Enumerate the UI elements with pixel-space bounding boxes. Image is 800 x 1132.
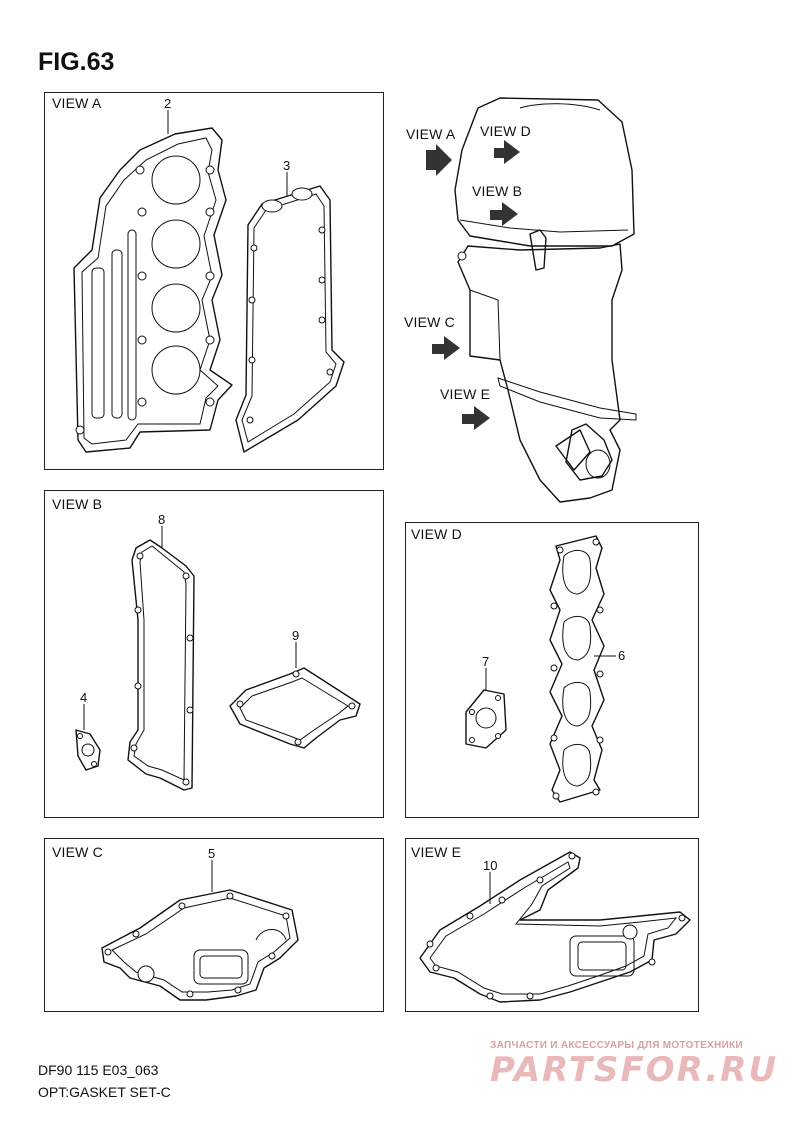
view-a-panel bbox=[44, 92, 384, 470]
view-e-arrow-icon bbox=[462, 406, 490, 430]
watermark-tagline: ЗАПЧАСТИ И АКСЕССУАРЫ ДЛЯ МОТОТЕХНИКИ bbox=[490, 1040, 743, 1051]
engine-view-a-label: VIEW A bbox=[406, 126, 456, 142]
part-10-callout: 10 bbox=[483, 858, 497, 873]
gasket-part-5: 5 bbox=[101, 846, 299, 1001]
part-4-callout: 4 bbox=[80, 690, 87, 705]
view-a-label: VIEW A bbox=[52, 95, 102, 111]
part-6-callout: 6 bbox=[618, 648, 625, 663]
cylinder-head-gasket: 2 bbox=[73, 96, 233, 453]
engine-view-e-label: VIEW E bbox=[440, 386, 491, 402]
engine-view-d-label: VIEW D bbox=[480, 123, 531, 139]
gasket-part-4: 4 bbox=[75, 690, 101, 771]
view-b-panel bbox=[44, 490, 384, 818]
diagram-caption: OPT:GASKET SET-C bbox=[38, 1084, 171, 1100]
gasket-part-8: 8 bbox=[127, 512, 195, 791]
view-d-panel bbox=[405, 522, 699, 818]
view-c-panel bbox=[44, 838, 384, 1012]
figure-title: FIG.63 bbox=[38, 48, 115, 76]
head-cover-gasket: 3 bbox=[235, 158, 345, 453]
part-3-callout: 3 bbox=[283, 158, 290, 173]
outboard-engine bbox=[454, 97, 637, 503]
view-a-arrow-icon bbox=[426, 144, 452, 176]
view-b-label: VIEW B bbox=[52, 496, 103, 512]
engine-view-b-label: VIEW B bbox=[472, 183, 523, 199]
view-c-label: VIEW C bbox=[52, 844, 103, 860]
watermark-brand: PARTSFOR.RU bbox=[490, 1050, 779, 1090]
part-2-callout: 2 bbox=[164, 96, 171, 111]
view-d-label: VIEW D bbox=[411, 526, 462, 542]
view-e-label: VIEW E bbox=[411, 844, 462, 860]
part-9-callout: 9 bbox=[292, 628, 299, 643]
view-d-arrow-icon bbox=[494, 140, 520, 164]
part-7-callout: 7 bbox=[482, 654, 489, 669]
view-b-arrow-icon bbox=[490, 202, 518, 226]
view-c-arrow-icon bbox=[432, 336, 460, 360]
diagram-code: DF90 115 E03_063 bbox=[38, 1062, 159, 1078]
engine-view-c-label: VIEW C bbox=[404, 314, 455, 330]
part-8-callout: 8 bbox=[158, 512, 165, 527]
gasket-part-7: 7 bbox=[465, 654, 507, 749]
gasket-part-10: 10 bbox=[419, 851, 691, 1003]
view-e-panel bbox=[405, 838, 699, 1012]
part-5-callout: 5 bbox=[208, 846, 215, 861]
view-pointer-arrows bbox=[426, 140, 520, 430]
exhaust-manifold-gasket: 6 bbox=[549, 535, 625, 803]
gasket-part-9: 9 bbox=[229, 628, 361, 749]
